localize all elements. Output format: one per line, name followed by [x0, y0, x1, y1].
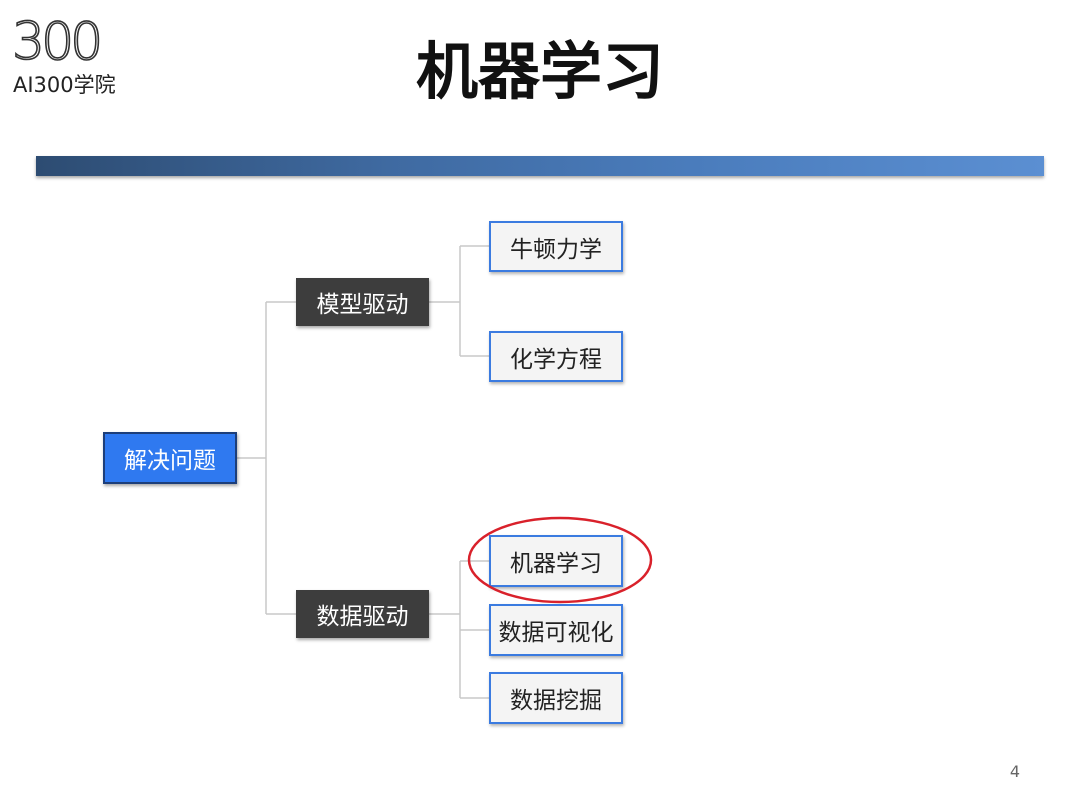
leaf-node-label: 化学方程: [510, 346, 602, 373]
leaf-node-newtonian-mechanics: 牛顿力学: [489, 221, 623, 272]
root-node: 解决问题: [103, 432, 237, 484]
leaf-node-data-mining: 数据挖掘: [489, 672, 623, 724]
page-number: 4: [1009, 762, 1021, 781]
leaf-node-data-visualization: 数据可视化: [489, 604, 623, 656]
branch-node-label: 模型驱动: [316, 292, 409, 318]
leaf-node-label: 数据可视化: [498, 620, 614, 646]
leaf-node-label: 数据挖掘: [510, 688, 602, 714]
logo: 300 AI300学院: [11, 12, 142, 104]
leaf-node-machine-learning: 机器学习: [489, 535, 623, 587]
branch-node-data-driven: 数据驱动: [296, 590, 429, 638]
logo-number: 300: [11, 12, 104, 72]
branch-node-label: 数据驱动: [316, 604, 409, 630]
logo-text: AI300学院: [13, 73, 116, 97]
leaf-node-label: 牛顿力学: [510, 236, 602, 263]
leaf-node-label: 机器学习: [510, 551, 602, 577]
slide-title: 机器学习: [415, 35, 664, 108]
highlight-ellipse: [467, 516, 653, 604]
root-node-label: 解决问题: [124, 448, 216, 474]
branch-node-model-driven: 模型驱动: [296, 278, 429, 326]
leaf-node-chemical-equations: 化学方程: [489, 331, 623, 382]
title-banner-bar: [36, 156, 1044, 176]
